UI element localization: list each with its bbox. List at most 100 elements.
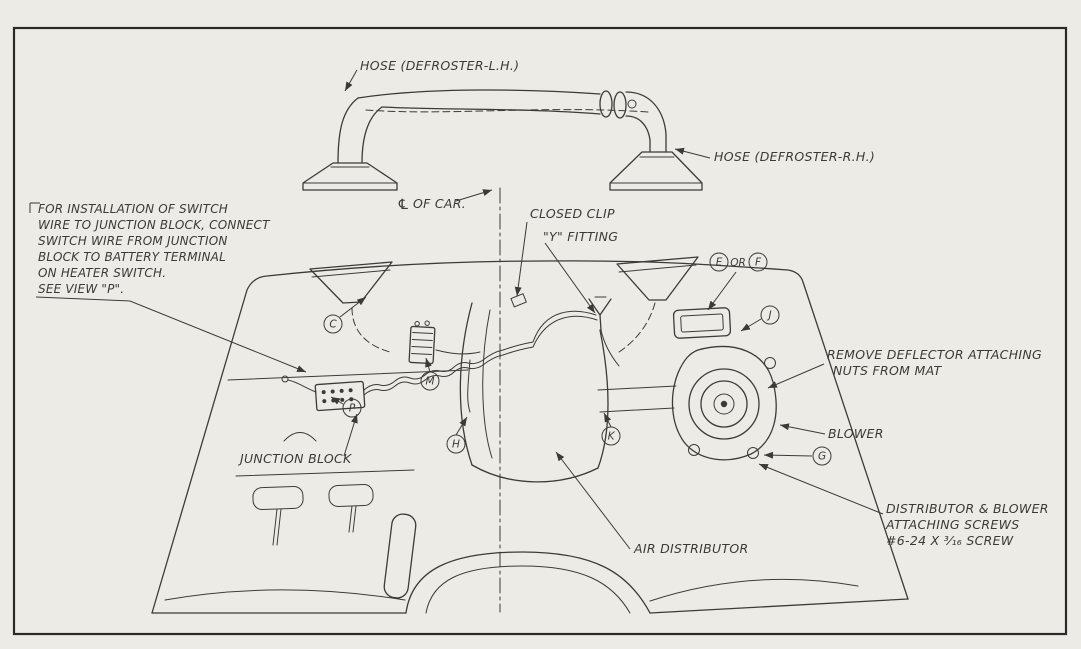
vent-left — [252, 485, 304, 511]
tunnel-hump-outer — [405, 551, 651, 614]
closed-clip — [510, 293, 527, 308]
leader-blower — [779, 423, 826, 435]
dash-crease-upper — [227, 369, 469, 381]
callout-letter-g: G — [818, 451, 826, 463]
callout-circle — [709, 252, 729, 272]
left-defroster-nozzle — [302, 162, 398, 191]
wire-connector — [281, 375, 289, 383]
cowl-body — [151, 256, 909, 614]
defroster-hose-assembly — [302, 89, 703, 191]
heater-resistor — [408, 320, 436, 365]
callout-letter-j: J — [766, 310, 771, 322]
callout-e: E — [709, 252, 729, 272]
callout-letter-m: M — [425, 376, 434, 388]
centerline-symbol: ℄ — [397, 197, 410, 213]
callout-p: P — [342, 398, 362, 418]
harness-branch-resistor — [435, 349, 481, 355]
callouts: C M P H K G J E — [323, 252, 832, 466]
cowl-outline — [151, 260, 909, 614]
label-screws-1: DISTRIBUTOR & BLOWER — [886, 501, 1049, 516]
leader-y-fitting — [544, 242, 596, 314]
callout-circle — [446, 434, 466, 454]
leader-remove-deflector — [767, 363, 825, 389]
leader-air-distributor — [555, 451, 631, 550]
callout-circle — [342, 398, 362, 418]
callout-g: G — [812, 446, 832, 466]
leader-c — [339, 296, 367, 318]
wiring-harness-1 — [363, 310, 597, 391]
duct-top-edge — [357, 89, 601, 99]
mounting-ear-2 — [747, 447, 759, 459]
callout-j: J — [760, 305, 780, 325]
callout-circle — [760, 305, 780, 325]
note-line-1: FOR INSTALLATION OF SWITCH — [38, 202, 228, 216]
drawing-border — [12, 26, 1068, 636]
note-bracket — [29, 202, 40, 213]
floor-edge-right — [649, 598, 909, 614]
leader-e-or-f — [707, 271, 737, 311]
leader-g — [763, 451, 813, 459]
callout-circle — [748, 252, 768, 272]
callout-circle — [420, 371, 440, 391]
left-hose-outer — [337, 97, 359, 164]
heater-control — [672, 307, 732, 339]
duct-bottom-edge — [381, 106, 601, 115]
label-hose-rh: HOSE (DEFROSTER-R.H.) — [714, 149, 875, 164]
label-screws-2: ATTACHING SCREWS — [885, 517, 1019, 532]
leader-k — [603, 412, 612, 428]
callout-m: M — [420, 371, 440, 391]
vent-left-stem — [272, 508, 282, 546]
leader-lines — [29, 69, 884, 550]
right-funnel-band — [618, 264, 697, 273]
hidden-duct-right — [615, 302, 656, 355]
callout-circle — [812, 446, 832, 466]
leader-h — [455, 416, 468, 436]
right-defroster-nozzle — [609, 151, 703, 191]
hose-to-distributor — [600, 329, 620, 367]
vent-right-stem — [348, 505, 357, 533]
label-closed-clip: CLOSED CLIP — [530, 206, 615, 221]
leader-junction-block — [343, 413, 358, 457]
callout-letter-h: H — [452, 439, 460, 451]
hose-coupling — [599, 90, 637, 119]
label-blower: BLOWER — [828, 426, 884, 441]
note-line-3: SWITCH WIRE FROM JUNCTION — [38, 234, 228, 248]
leader-hose-rh — [674, 147, 711, 159]
dash-hump — [283, 432, 317, 442]
vent-right — [328, 484, 374, 507]
harness-branch-down — [467, 359, 471, 413]
hidden-duct-left — [351, 307, 391, 353]
label-or: OR — [730, 257, 746, 269]
dash-crease-lower — [235, 469, 415, 477]
note-line-2: WIRE TO JUNCTION BLOCK, CONNECT — [38, 218, 271, 232]
label-screws-3: #6-24 X ³⁄₁₆ SCREW — [886, 533, 1014, 548]
floor-curve-left — [164, 589, 406, 601]
callout-letter-c: C — [329, 319, 337, 331]
label-remove-deflector-1: REMOVE DEFLECTOR ATTACHING — [827, 347, 1042, 362]
labels: HOSE (DEFROSTER-L.H.) HOSE (DEFROSTER-R.… — [237, 58, 1049, 556]
junction-block — [314, 380, 366, 412]
tunnel-hump-inner — [425, 565, 631, 614]
label-air-distributor: AIR DISTRIBUTOR — [633, 541, 749, 556]
components — [281, 293, 777, 483]
accelerator-pedal — [383, 513, 417, 599]
right-hose-inner — [625, 115, 651, 153]
leader-centerline — [455, 189, 493, 202]
callout-k: K — [601, 426, 621, 446]
left-hose-inner — [361, 106, 383, 164]
mounting-ear-3 — [764, 357, 776, 369]
junction-block-lead-wire — [287, 379, 317, 393]
left-funnel-band — [311, 269, 391, 278]
callout-letter-f: F — [755, 257, 762, 269]
leader-j — [740, 318, 762, 332]
right-hose-outer — [625, 91, 667, 153]
label-hose-lh: HOSE (DEFROSTER-L.H.) — [360, 58, 519, 73]
duct-centerline — [365, 109, 649, 113]
right-outlet-funnel — [616, 256, 699, 301]
callout-letter-k: K — [608, 431, 616, 443]
callout-letter-e: E — [716, 257, 723, 269]
callout-letter-p: P — [349, 403, 356, 415]
callout-f: F — [748, 252, 768, 272]
